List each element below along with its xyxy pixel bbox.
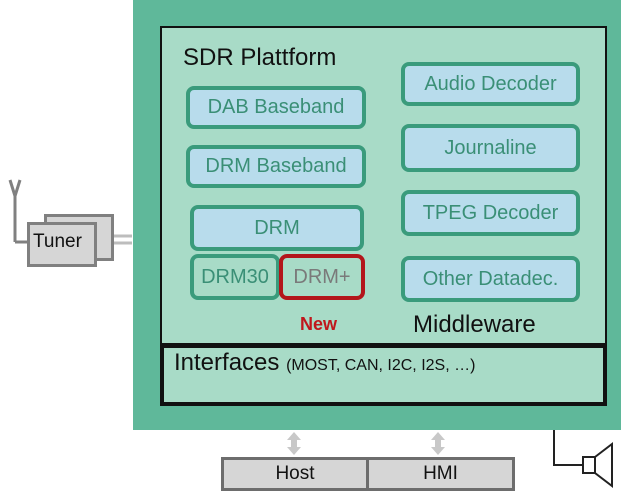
platform-title: SDR Plattform bbox=[183, 44, 337, 71]
tuner-box bbox=[27, 222, 97, 267]
host-link-arrow-icon bbox=[287, 432, 301, 455]
tuner-label: Tuner bbox=[33, 231, 82, 252]
interfaces-detail: (MOST, CAN, I2C, I2S, …) bbox=[286, 357, 476, 374]
middleware-label: Middleware bbox=[413, 311, 536, 338]
hmi-link-arrow-icon bbox=[431, 432, 445, 455]
module-journaline: Journaline bbox=[401, 124, 580, 172]
module-dab-baseband: DAB Baseband bbox=[186, 86, 366, 129]
hmi-box: HMI bbox=[366, 457, 515, 491]
module-tpeg-decoder: TPEG Decoder bbox=[401, 190, 580, 236]
module-drm30: DRM30 bbox=[190, 254, 280, 300]
module-drm-baseband: DRM Baseband bbox=[186, 145, 366, 188]
speaker-icon bbox=[553, 430, 613, 489]
module-audio-decoder: Audio Decoder bbox=[401, 62, 580, 106]
module-other-datadec: Other Datadec. bbox=[401, 256, 580, 302]
module-drm: DRM bbox=[190, 205, 364, 251]
new-label: New bbox=[300, 314, 338, 334]
interfaces-title: Interfaces (MOST, CAN, I2C, I2S, …) bbox=[174, 349, 475, 377]
interfaces-box bbox=[160, 344, 607, 406]
antenna-icon bbox=[8, 179, 28, 244]
host-box: Host bbox=[221, 457, 369, 491]
interfaces-label: Interfaces bbox=[174, 349, 280, 376]
module-drm-plus: DRM+ bbox=[279, 254, 365, 300]
